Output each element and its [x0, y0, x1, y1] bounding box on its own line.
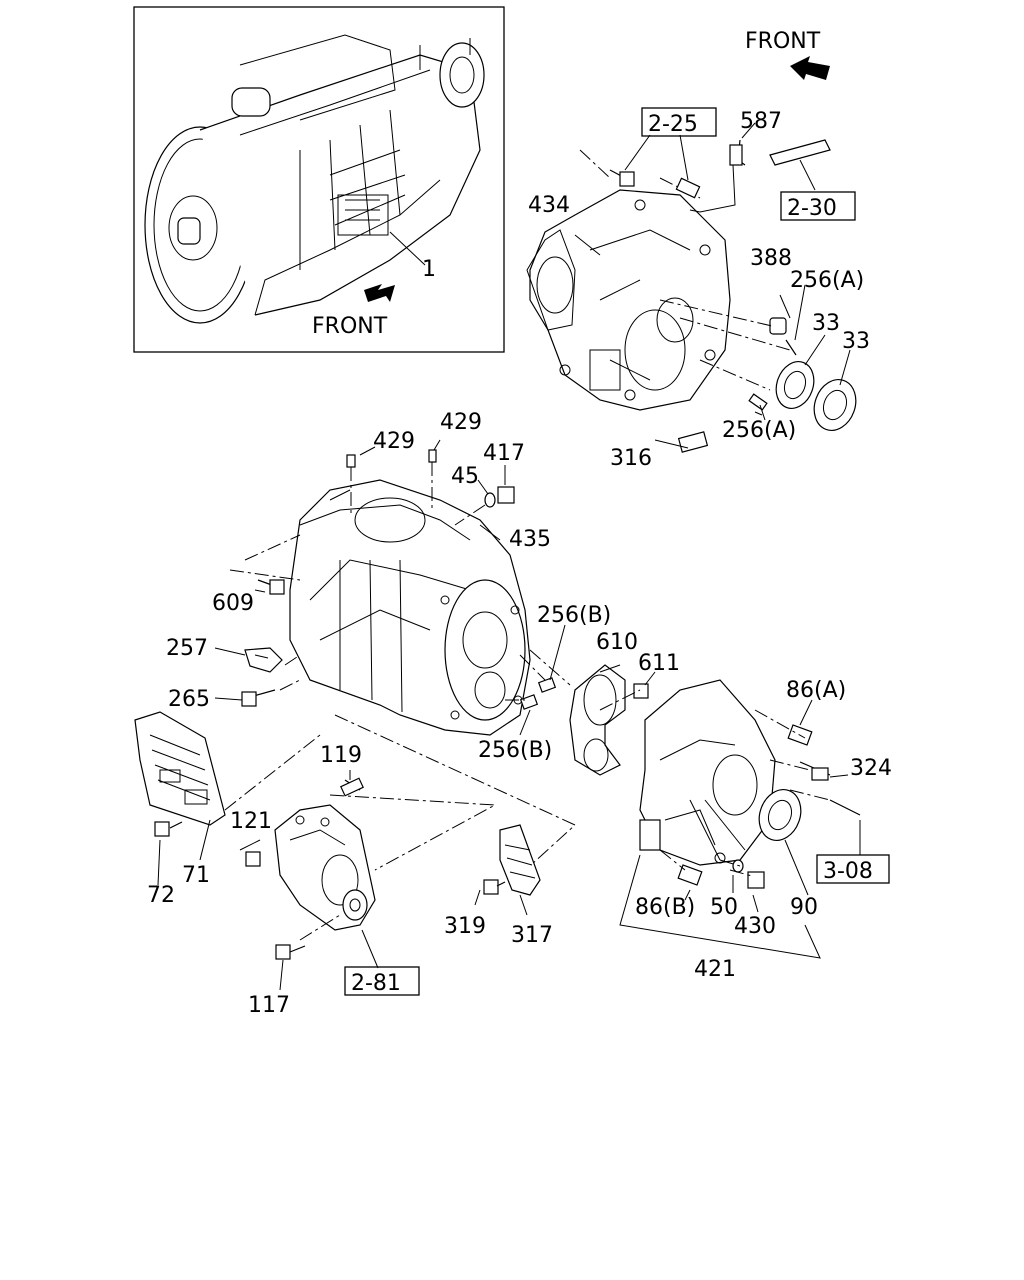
callout-33: 33: [842, 329, 870, 354]
callout-45: 45: [451, 464, 479, 489]
gasket-610: [505, 624, 656, 776]
pto-unit: [239, 714, 576, 991]
inset-part-number: 1: [422, 257, 436, 282]
callout-117: 117: [248, 993, 290, 1018]
callout-72: 72: [147, 883, 175, 908]
callout-71: 71: [182, 863, 210, 888]
callout-434: 434: [528, 193, 570, 218]
callout-256a: 256(A): [790, 268, 864, 293]
cover-71: [134, 711, 321, 886]
clutch-housing-434: [526, 189, 731, 411]
callout-587: 587: [740, 109, 782, 134]
callout-50: 50: [710, 895, 738, 920]
seals-and-pins: [654, 284, 857, 453]
callout-33: 33: [812, 311, 840, 336]
reference-2-30-label: 2-30: [787, 196, 837, 221]
callout-labels: 587 434 388 256(A) 33 33 256(A) 316 429 …: [147, 109, 892, 1018]
callout-86b: 86(B): [635, 895, 695, 920]
callout-611: 611: [638, 651, 680, 676]
front-arrow-icon: [364, 284, 395, 302]
reference-box-2-30[interactable]: 2-30: [780, 191, 856, 221]
callout-86a: 86(A): [786, 678, 846, 703]
callout-90: 90: [790, 895, 818, 920]
front-label: FRONT: [745, 29, 821, 54]
reference-2-25-label: 2-25: [648, 112, 698, 137]
callout-119: 119: [320, 743, 362, 768]
front-indicator: FRONT: [745, 29, 830, 80]
callout-435: 435: [509, 527, 551, 552]
bracket-421: [619, 854, 821, 959]
leader-lines: [574, 234, 601, 256]
callout-256b: 256(B): [537, 603, 611, 628]
extension-housing-421: [639, 679, 861, 913]
bolt-group-2-25: [579, 134, 701, 199]
inset-panel: 1 FRONT: [133, 6, 505, 353]
callout-317: 317: [511, 923, 553, 948]
callout-388: 388: [750, 246, 792, 271]
callout-421: 421: [694, 957, 736, 982]
bolt-609: [229, 534, 301, 595]
plug-417: [454, 465, 515, 526]
reference-box-3-08[interactable]: 3-08: [816, 854, 890, 884]
callout-319: 319: [444, 914, 486, 939]
clip-257: [214, 647, 301, 673]
callout-429: 429: [440, 410, 482, 435]
callout-265: 265: [168, 687, 210, 712]
callout-609: 609: [212, 591, 254, 616]
reference-box-2-81[interactable]: 2-81: [344, 966, 420, 996]
callout-256a: 256(A): [722, 418, 796, 443]
reference-3-08-label: 3-08: [823, 859, 873, 884]
callout-429: 429: [373, 429, 415, 454]
transmission-assembly-illustration: [144, 34, 485, 324]
inset-front-label: FRONT: [312, 314, 388, 339]
callout-417: 417: [483, 441, 525, 466]
dowels-429: [346, 439, 441, 515]
callout-610: 610: [596, 630, 638, 655]
bolt-265: [214, 679, 301, 707]
callout-316: 316: [610, 446, 652, 471]
callout-257: 257: [166, 636, 208, 661]
callout-324: 324: [850, 756, 892, 781]
reference-box-2-25[interactable]: 2-25: [641, 107, 717, 137]
cover-317: [474, 824, 541, 916]
callout-256b: 256(B): [478, 738, 552, 763]
callout-430: 430: [734, 914, 776, 939]
callout-121: 121: [230, 809, 272, 834]
transmission-case-435: [289, 479, 531, 736]
reference-2-81-label: 2-81: [351, 971, 401, 996]
breather-587: [689, 122, 831, 213]
front-arrow-icon: [790, 56, 830, 80]
